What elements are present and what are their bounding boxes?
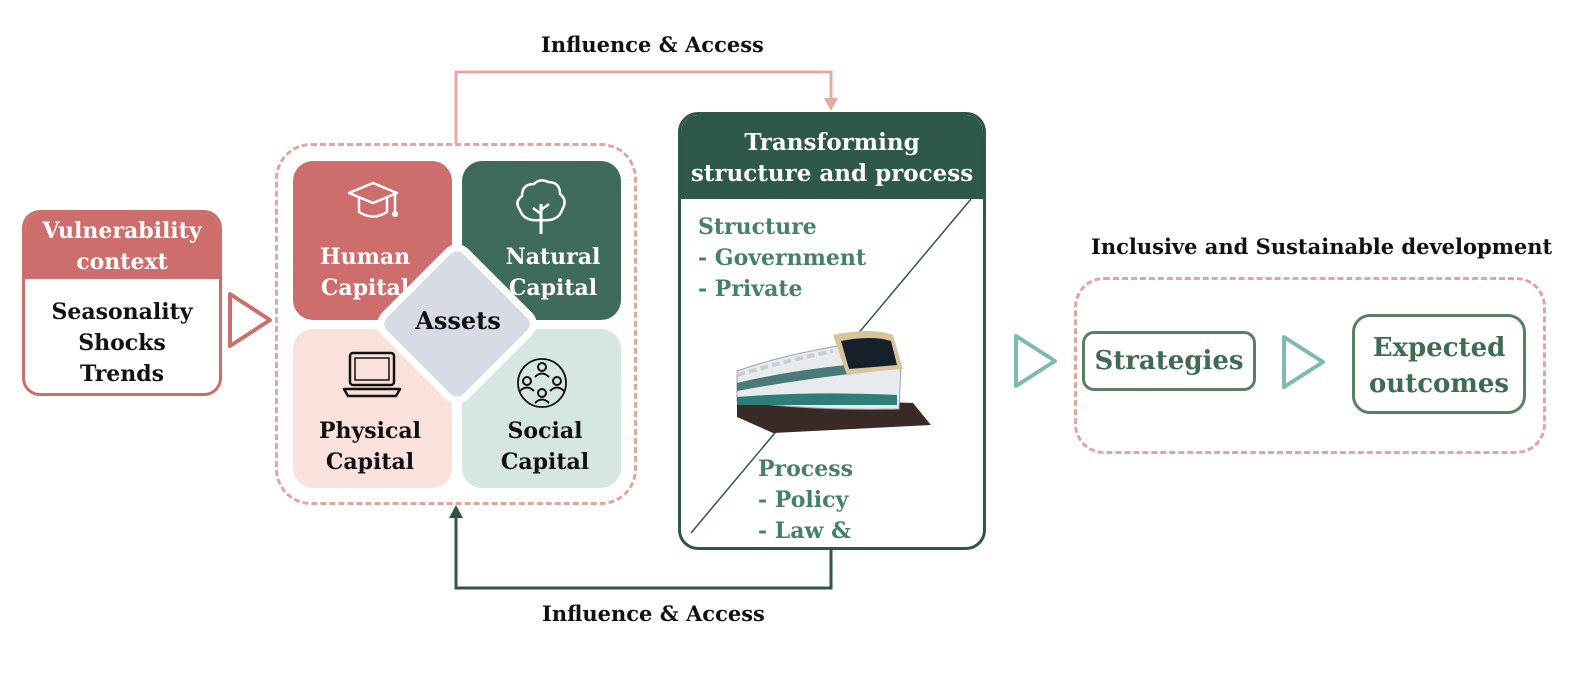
- top-flow-arrowhead: [824, 98, 838, 111]
- assets-container: [275, 143, 637, 505]
- structure-item: - Government: [698, 245, 867, 271]
- process-item: - Law & Regulation: [758, 518, 851, 544]
- vulnerability-item: Trends: [79, 361, 165, 387]
- graduation-cap-icon: [347, 181, 399, 218]
- social-capital-label: Social Capital: [500, 418, 590, 475]
- train-icon: [736, 331, 931, 433]
- vulnerability-items: Seasonality Shocks Trends: [25, 297, 219, 390]
- bottom-flow-arrowhead: [449, 505, 463, 518]
- top-influence-label: Influence & Access: [541, 32, 764, 57]
- structure-block: Structure - Government - Private: [698, 212, 866, 305]
- bottom-influence-label: Influence & Access: [542, 601, 765, 626]
- transforming-to-outcomes-arrow: [1014, 334, 1057, 388]
- process-block: Process - Policy - Law & Regulation: [758, 454, 983, 547]
- vulnerability-title: Vulnerability context: [25, 213, 219, 279]
- vulnerability-item: Seasonality: [51, 299, 193, 325]
- strategies-label: Strategies: [1094, 346, 1244, 376]
- expected-outcomes-box: [1352, 314, 1526, 414]
- process-item: - Policy: [758, 487, 849, 513]
- human-capital-label: Human Capital: [319, 244, 411, 301]
- transforming-title: Transforming structure and process: [681, 115, 983, 199]
- transforming-structure-box: Transforming structure and process Struc…: [678, 112, 986, 550]
- physical-capital-label: Physical Capital: [318, 418, 422, 475]
- assets-label: Assets: [415, 306, 501, 335]
- strategies-to-expected-arrow: [1282, 335, 1325, 389]
- top-flow-arrow-line: [454, 70, 833, 144]
- vulnerability-item: Shocks: [78, 330, 166, 356]
- outcomes-heading: Inclusive and Sustainable development: [1091, 234, 1553, 259]
- process-heading: Process: [758, 456, 853, 482]
- expected-outcomes-label: Expected outcomes: [1368, 333, 1510, 399]
- vulnerability-context-box: Vulnerability context Seasonality Shocks…: [22, 210, 222, 396]
- natural-capital-label: Natural Capital: [505, 244, 601, 301]
- strategies-box: [1082, 331, 1256, 391]
- outcomes-container: [1074, 277, 1546, 454]
- people-network-icon: [517, 358, 567, 408]
- tree-icon: [516, 179, 566, 234]
- structure-item: - Private: [698, 276, 803, 302]
- structure-heading: Structure: [698, 214, 817, 240]
- vulnerability-to-assets-arrow: [228, 292, 272, 348]
- laptop-icon: [342, 351, 402, 398]
- bottom-flow-arrow-line: [454, 516, 833, 590]
